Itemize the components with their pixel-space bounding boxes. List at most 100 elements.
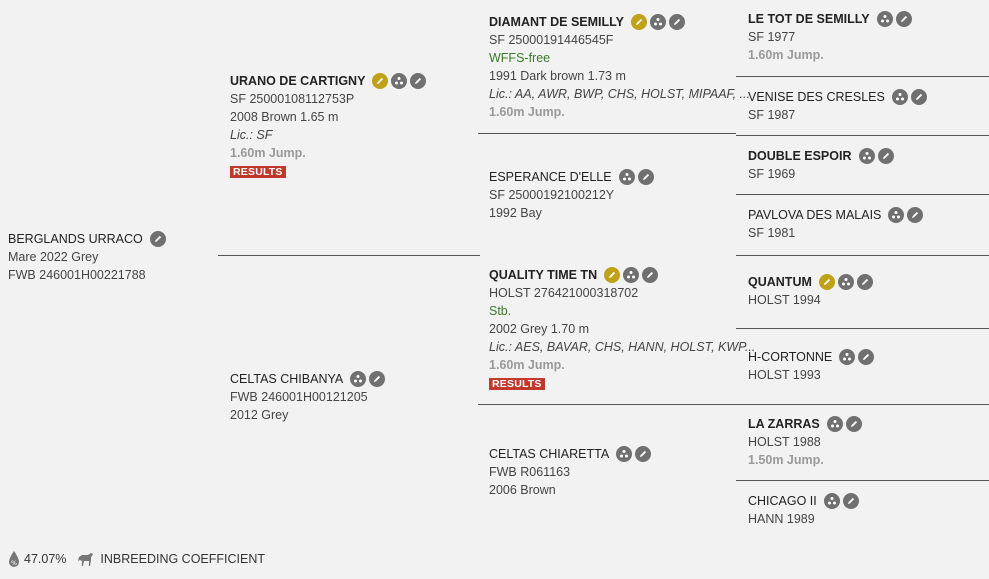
- sdd-horse: PAVLOVA DES MALAIS SF 1981: [748, 206, 924, 242]
- sds-horse: DOUBLE ESPOIR SF 1969: [748, 147, 894, 183]
- dds-jump: 1.50m Jump.: [748, 453, 824, 467]
- key-icon[interactable]: [604, 267, 621, 283]
- pedigree-icon[interactable]: [839, 349, 856, 365]
- key-icon[interactable]: [818, 274, 835, 290]
- dsd-name[interactable]: H-CORTONNE: [748, 350, 833, 364]
- dam-horse: CELTAS CHIBANYA FWB 246001H00121205 2012…: [230, 370, 386, 424]
- pedigree-icon[interactable]: [837, 274, 854, 290]
- sd-reg: SF 25000192100212Y: [489, 188, 615, 202]
- sss-reg: SF 1977: [748, 30, 796, 44]
- subject-name[interactable]: BERGLANDS URRACO: [8, 232, 143, 246]
- pedigree-icon[interactable]: [858, 148, 875, 164]
- dsd-horse: H-CORTONNE HOLST 1993: [748, 348, 875, 384]
- divider: [736, 194, 989, 195]
- ssd-name[interactable]: VENISE DES CRESLES: [748, 90, 885, 104]
- sss-horse: LE TOT DE SEMILLY SF 1977 1.60m Jump.: [748, 10, 912, 64]
- dd-name[interactable]: CELTAS CHIARETTA: [489, 447, 610, 461]
- results-button[interactable]: RESULTS: [230, 166, 286, 178]
- edit-icon[interactable]: [637, 169, 654, 185]
- edit-icon[interactable]: [369, 371, 386, 387]
- dam-dam-horse: CELTAS CHIARETTA FWB R061163 2006 Brown: [489, 445, 652, 499]
- pedigree-icon[interactable]: [649, 14, 666, 30]
- ss-note: WFFS-free: [489, 51, 551, 65]
- edit-icon[interactable]: [149, 231, 166, 247]
- dss-horse: QUANTUM HOLST 1994: [748, 273, 873, 309]
- divider: [478, 404, 736, 405]
- sds-reg: SF 1969: [748, 167, 796, 181]
- dsd-reg: HOLST 1993: [748, 368, 821, 382]
- pedigree-icon[interactable]: [618, 169, 635, 185]
- dss-name[interactable]: QUANTUM: [748, 275, 812, 289]
- subject-horse: BERGLANDS URRACO Mare 2022 Grey FWB 2460…: [8, 230, 166, 284]
- ss-name[interactable]: DIAMANT DE SEMILLY: [489, 15, 624, 29]
- horse-icon: [78, 553, 94, 566]
- dam-name[interactable]: CELTAS CHIBANYA: [230, 372, 344, 386]
- key-icon[interactable]: [372, 73, 389, 89]
- pedigree-icon[interactable]: [888, 207, 905, 223]
- ds-jump: 1.60m Jump.: [489, 358, 565, 372]
- sire-sire-horse: DIAMANT DE SEMILLY SF 25000191446545F WF…: [489, 13, 750, 121]
- edit-icon[interactable]: [845, 416, 862, 432]
- sss-name[interactable]: LE TOT DE SEMILLY: [748, 12, 870, 26]
- pedigree-icon[interactable]: [823, 493, 840, 509]
- edit-icon[interactable]: [877, 148, 894, 164]
- divider: [736, 255, 989, 256]
- pedigree-icon[interactable]: [891, 89, 908, 105]
- pedigree-icon[interactable]: [350, 371, 367, 387]
- divider: [218, 255, 480, 256]
- pedigree-icon[interactable]: [826, 416, 843, 432]
- results-button[interactable]: RESULTS: [489, 378, 545, 390]
- pedigree-icon[interactable]: [616, 446, 633, 462]
- ss-lic: Lic.: AA, AWR, BWP, CHS, HOLST, MIPAAF, …: [489, 87, 750, 101]
- ss-reg: SF 25000191446545F: [489, 33, 614, 47]
- pedigree-icon[interactable]: [623, 267, 640, 283]
- inbreeding-footer: % 47.07% INBREEDING COEFFICIENT: [8, 550, 265, 568]
- pedigree-icon[interactable]: [391, 73, 408, 89]
- dds-reg: HOLST 1988: [748, 435, 821, 449]
- sss-jump: 1.60m Jump.: [748, 48, 824, 62]
- edit-icon[interactable]: [410, 73, 427, 89]
- dd-details: 2006 Brown: [489, 483, 556, 497]
- inbreeding-label: INBREEDING COEFFICIENT: [100, 552, 265, 566]
- edit-icon[interactable]: [895, 11, 912, 27]
- sdd-reg: SF 1981: [748, 226, 796, 240]
- dam-sire-horse: QUALITY TIME TN HOLST 276421000318702 St…: [489, 266, 755, 392]
- edit-icon[interactable]: [642, 267, 659, 283]
- sire-horse: URANO DE CARTIGNY SF 25000108112753P 200…: [230, 72, 427, 180]
- subject-line1: Mare 2022 Grey: [8, 250, 99, 264]
- ddd-horse: CHICAGO II HANN 1989: [748, 492, 859, 528]
- ss-jump: 1.60m Jump.: [489, 105, 565, 119]
- edit-icon[interactable]: [910, 89, 927, 105]
- sd-name[interactable]: ESPERANCE D'ELLE: [489, 170, 612, 184]
- percent-drop-icon: %: [9, 551, 19, 567]
- ddd-name[interactable]: CHICAGO II: [748, 494, 817, 508]
- subject-line2: FWB 246001H00221788: [8, 268, 146, 282]
- ds-reg: HOLST 276421000318702: [489, 286, 639, 300]
- ddd-reg: HANN 1989: [748, 512, 815, 526]
- ssd-reg: SF 1987: [748, 108, 796, 122]
- edit-icon[interactable]: [907, 207, 924, 223]
- divider: [736, 404, 989, 405]
- sds-name[interactable]: DOUBLE ESPOIR: [748, 149, 852, 163]
- sire-details: 2008 Brown 1.65 m: [230, 110, 339, 124]
- dam-reg: FWB 246001H00121205: [230, 390, 368, 404]
- edit-icon[interactable]: [668, 14, 685, 30]
- svg-text:%: %: [11, 560, 17, 567]
- edit-icon[interactable]: [842, 493, 859, 509]
- sdd-name[interactable]: PAVLOVA DES MALAIS: [748, 208, 882, 222]
- sire-name[interactable]: URANO DE CARTIGNY: [230, 74, 366, 88]
- edit-icon[interactable]: [635, 446, 652, 462]
- edit-icon[interactable]: [856, 274, 873, 290]
- sd-details: 1992 Bay: [489, 206, 542, 220]
- divider: [736, 328, 989, 329]
- sire-lic: Lic.: SF: [230, 128, 273, 142]
- ds-name[interactable]: QUALITY TIME TN: [489, 268, 598, 282]
- key-icon[interactable]: [630, 14, 647, 30]
- edit-icon[interactable]: [858, 349, 875, 365]
- ds-lic: Lic.: AES, BAVAR, CHS, HANN, HOLST, KWP.…: [489, 340, 756, 354]
- divider: [736, 76, 989, 77]
- dds-name[interactable]: LA ZARRAS: [748, 417, 820, 431]
- sire-reg: SF 25000108112753P: [230, 92, 355, 106]
- pedigree-icon[interactable]: [876, 11, 893, 27]
- ds-details: 2002 Grey 1.70 m: [489, 322, 590, 336]
